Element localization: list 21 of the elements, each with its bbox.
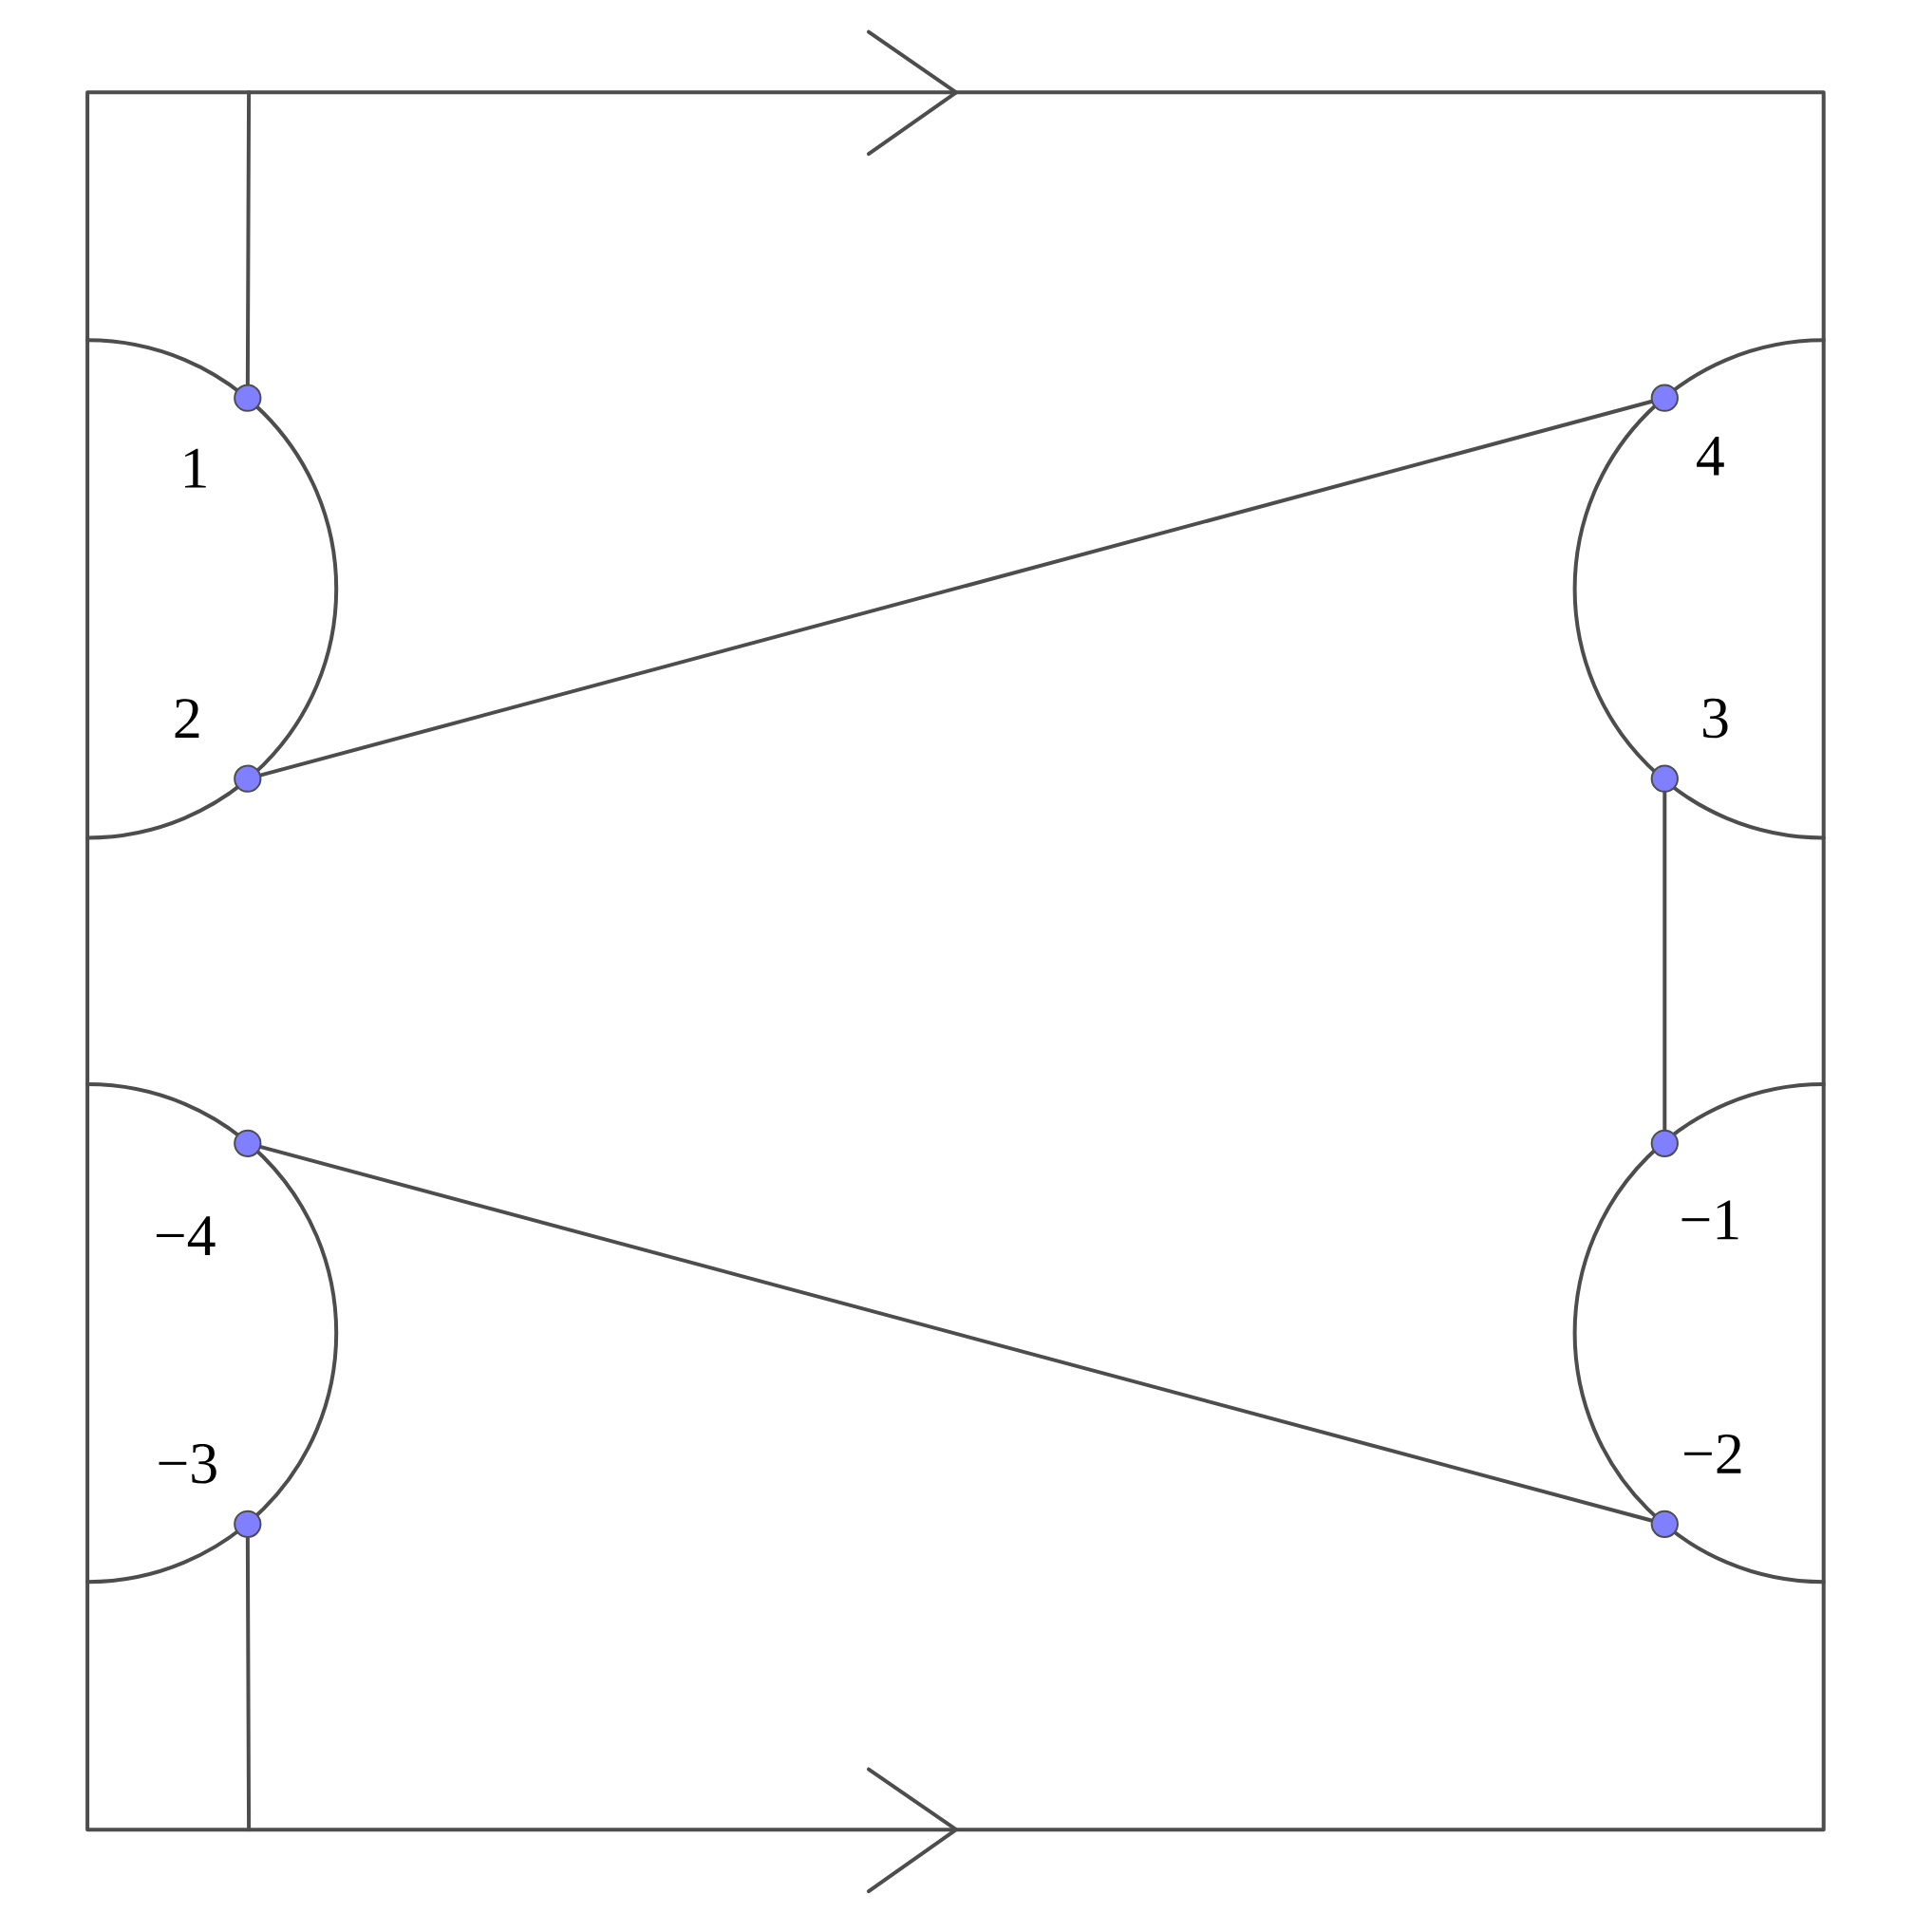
point-label: −3 xyxy=(159,1443,216,1484)
point xyxy=(1650,764,1679,793)
point-label: −4 xyxy=(156,1216,216,1255)
point-label: 4 xyxy=(1697,436,1724,476)
point xyxy=(1650,1129,1679,1157)
point-label: −2 xyxy=(1684,1434,1741,1473)
line xyxy=(245,1535,252,1832)
line xyxy=(245,90,252,386)
point xyxy=(234,1510,262,1538)
point-label: 2 xyxy=(175,699,199,739)
point xyxy=(1650,1510,1679,1538)
point-label: 1 xyxy=(185,448,206,488)
point-label: −1 xyxy=(1681,1200,1738,1240)
point xyxy=(1650,384,1679,412)
point xyxy=(234,384,262,412)
point xyxy=(234,1129,262,1157)
point-label: 3 xyxy=(1703,698,1728,739)
line xyxy=(258,400,1654,778)
line xyxy=(258,1145,1654,1523)
point xyxy=(234,764,262,793)
line xyxy=(1662,790,1667,1132)
